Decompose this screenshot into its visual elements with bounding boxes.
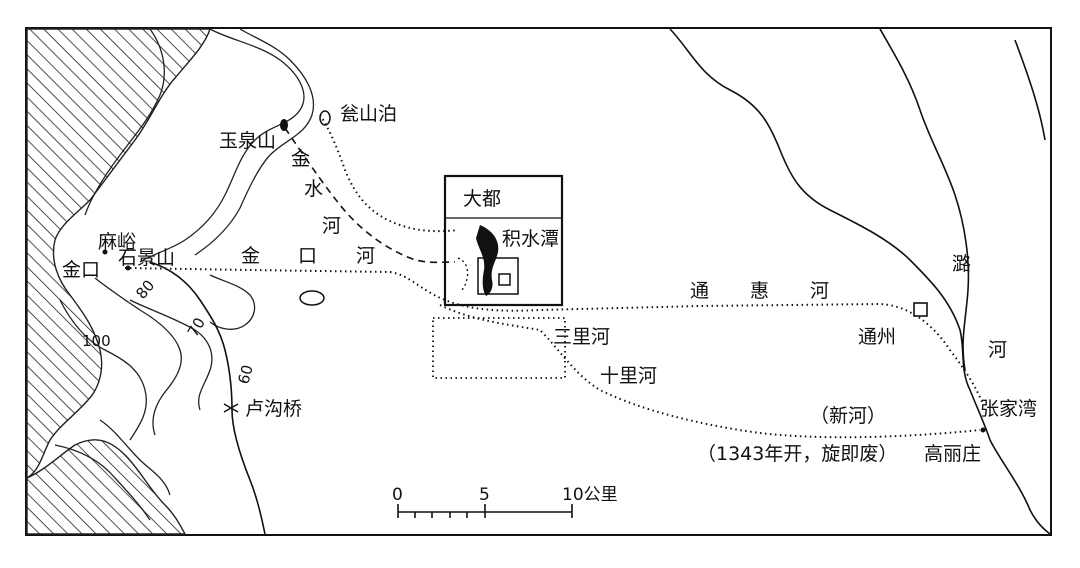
imperial-city: [477, 257, 519, 295]
mountain-hatched-area-south: [26, 439, 187, 535]
shijingshan-dot: [125, 265, 131, 271]
canals: [124, 114, 983, 439]
mountain-hatched-area: [26, 28, 211, 480]
label-tonghui-1: 通: [690, 280, 709, 302]
label-tongzhou: 通州: [858, 326, 896, 348]
label-jinkou: 金口: [62, 259, 100, 281]
label-tonghui-3: 河: [810, 280, 829, 302]
label-wengshan: 瓮山泊: [340, 103, 397, 125]
dadu-city-wall: [443, 174, 564, 307]
mayu-dot: [102, 249, 108, 255]
label-lugouqiao: 卢沟桥: [245, 398, 302, 420]
label-lu-2: 河: [988, 339, 1007, 361]
tongzhou-marker: [913, 302, 928, 317]
contour-lines: [54, 28, 315, 521]
palace-square: [498, 273, 511, 286]
jishui-lake: [476, 225, 499, 296]
small-pond: [299, 290, 325, 306]
contour-label-100: 100: [82, 332, 111, 350]
lugouqiao-bridge-mark: [223, 403, 239, 413]
label-lu-1: 潞: [952, 253, 971, 275]
label-jinkou-he-3: 河: [356, 245, 375, 267]
scale-tick-5: 5: [479, 485, 490, 505]
contour-label-60: 60: [234, 363, 256, 386]
label-yuquan: 玉泉山: [219, 130, 276, 152]
label-jinshui-2: 水: [304, 178, 323, 200]
label-xinhe-note: （1343年开，旋即废）: [697, 443, 897, 465]
label-jishui: 积水潭: [502, 228, 559, 250]
label-shili: 十里河: [600, 365, 657, 387]
xin-canal: [439, 304, 981, 439]
label-dadu: 大都: [463, 188, 501, 210]
label-shijingshan: 石景山: [118, 247, 175, 269]
scale-tick-0: 0: [392, 485, 403, 505]
label-xinhe: （新河）: [810, 405, 886, 427]
label-tonghui-2: 惠: [750, 280, 769, 302]
gaolizhuang-dot: [980, 427, 986, 433]
label-sanli: 三里河: [553, 326, 610, 348]
label-mayu: 麻峪: [98, 231, 136, 253]
yuquan-lake: [280, 119, 288, 131]
wengshan-lake: [319, 110, 331, 126]
label-jinshui-3: 河: [322, 215, 341, 237]
label-gaolizhuang: 高丽庄: [924, 443, 981, 465]
yongding-river: [149, 261, 266, 535]
lu-river: [669, 28, 1051, 535]
map-frame: [25, 27, 1052, 536]
rivers: [149, 28, 1051, 535]
south-dotted-area: [432, 317, 566, 379]
label-jinkou-he-1: 金: [241, 245, 260, 267]
scale-tick-10: 10公里: [562, 485, 618, 505]
yuquan-feeder: [284, 127, 456, 264]
scale-bar: [397, 504, 573, 518]
label-jinshui-1: 金: [291, 148, 310, 170]
label-zhangjiawan: 张家湾: [980, 398, 1037, 420]
label-jinkou-he-2: 口: [298, 245, 317, 267]
